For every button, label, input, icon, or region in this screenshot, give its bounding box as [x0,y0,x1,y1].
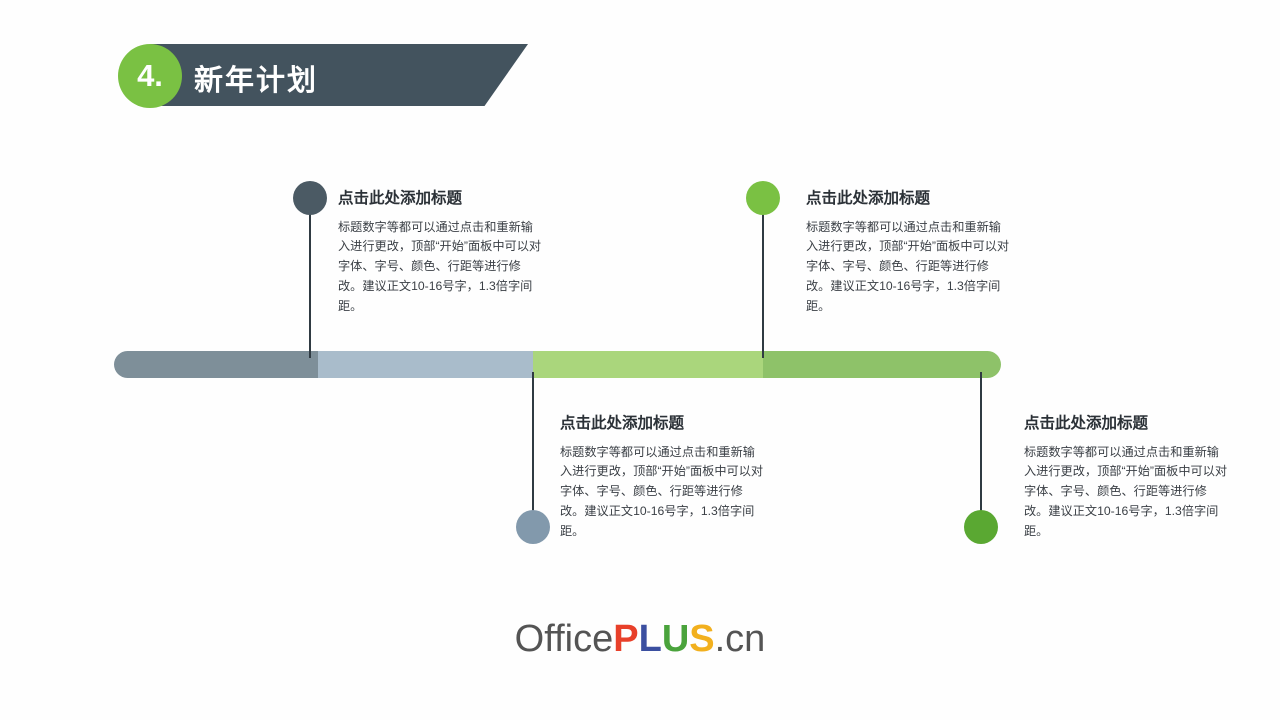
milestone-marker-1[interactable] [293,181,327,215]
milestone-text-block-3[interactable]: 点击此处添加标题 标题数字等都可以通过点击和重新输入进行更改，顶部“开始”面板中… [560,415,765,541]
milestone-body-3[interactable]: 标题数字等都可以通过点击和重新输入进行更改，顶部“开始”面板中可以对字体、字号、… [560,444,764,538]
page-title: 新年计划 [194,65,319,97]
milestone-marker-3[interactable] [516,510,550,544]
milestone-body-2[interactable]: 标题数字等都可以通过点击和重新输入进行更改，顶部“开始”面板中可以对字体、字号、… [806,219,1010,313]
milestone-body-4[interactable]: 标题数字等都可以通过点击和重新输入进行更改，顶部“开始”面板中可以对字体、字号、… [1024,444,1228,538]
header-number-badge: 4. [118,44,182,108]
logo-part-cn: .cn [714,618,766,660]
milestone-marker-4[interactable] [964,510,998,544]
logo-part-office: Office [514,618,614,660]
timeline-segment-3 [533,351,763,378]
logo-part-u: U [661,618,690,660]
header-number-label: 4. [137,57,163,93]
connector-line-3 [532,372,534,518]
milestone-text-block-1[interactable]: 点击此处添加标题 标题数字等都可以通过点击和重新输入进行更改，顶部“开始”面板中… [338,190,543,316]
milestone-text-block-4[interactable]: 点击此处添加标题 标题数字等都可以通过点击和重新输入进行更改，顶部“开始”面板中… [1024,415,1229,541]
connector-line-2 [762,210,764,358]
connector-line-4 [980,372,982,518]
milestone-title-1[interactable]: 点击此处添加标题 [338,190,463,207]
timeline-segment-4 [763,351,1001,378]
milestone-title-2[interactable]: 点击此处添加标题 [806,190,931,207]
milestone-body-1[interactable]: 标题数字等都可以通过点击和重新输入进行更改，顶部“开始”面板中可以对字体、字号、… [338,219,542,313]
connector-line-1 [309,210,311,358]
logo-part-l: L [638,618,662,660]
timeline-segment-2 [318,351,533,378]
timeline-bar [114,351,1001,378]
logo-part-p: P [613,618,639,660]
slide-header: 4. 新年计划 [110,40,530,112]
logo-part-s: S [689,618,715,660]
milestone-title-4[interactable]: 点击此处添加标题 [1024,415,1149,432]
milestone-marker-2[interactable] [746,181,780,215]
header-banner-shape [150,44,528,106]
officeplus-logo: OfficePLUS.cn [0,618,1280,661]
milestone-text-block-2[interactable]: 点击此处添加标题 标题数字等都可以通过点击和重新输入进行更改，顶部“开始”面板中… [806,190,1011,316]
milestone-title-3[interactable]: 点击此处添加标题 [560,415,685,432]
timeline-segment-1 [114,351,318,378]
